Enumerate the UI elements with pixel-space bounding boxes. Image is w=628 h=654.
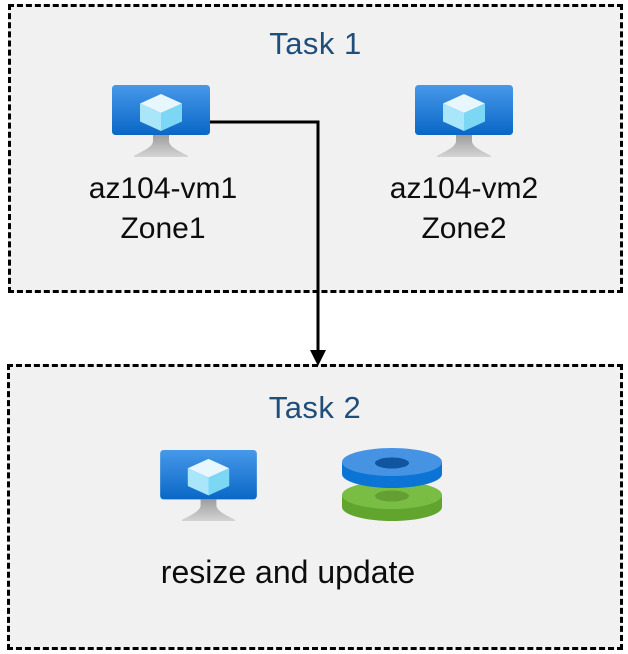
- virtual-machine-icon: [160, 450, 257, 522]
- vm2-zone-label: Zone2: [421, 212, 507, 245]
- vm2-label: az104-vm2 Zone2: [339, 169, 589, 249]
- resize-update-caption: resize and update: [160, 554, 416, 590]
- cube-icon: [443, 94, 485, 131]
- cube-icon: [140, 94, 182, 131]
- virtual-machine-icon: [112, 85, 210, 157]
- vm1-name-label: az104-vm1: [88, 172, 238, 205]
- vm-stand: [181, 499, 236, 522]
- vm-stand: [437, 135, 491, 157]
- vm2-name-label: az104-vm2: [389, 172, 539, 205]
- vm-stand: [134, 135, 188, 157]
- disk-green: [342, 481, 442, 521]
- disk-blue: [342, 448, 442, 488]
- task2-title: Task 2: [268, 390, 362, 425]
- vm1-zone-label: Zone1: [120, 212, 206, 245]
- task1-title: Task 1: [269, 26, 362, 61]
- virtual-machine-icon: [415, 85, 513, 157]
- vm1-label: az104-vm1 Zone1: [38, 169, 288, 249]
- cube-icon: [187, 458, 230, 496]
- managed-disks-icon: [342, 448, 442, 521]
